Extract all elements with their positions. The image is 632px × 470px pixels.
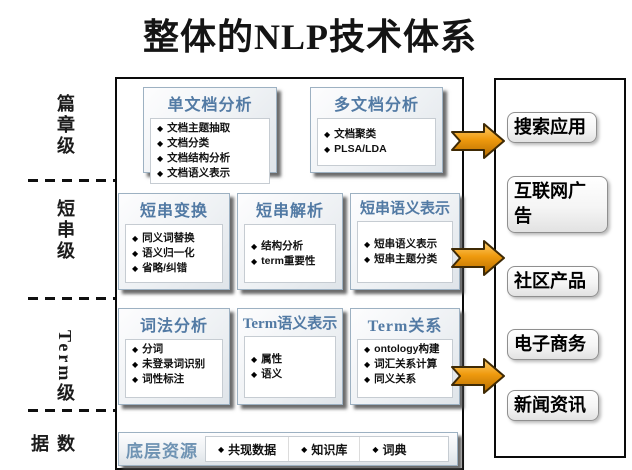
app-button-ecommerce: 电子商务 bbox=[507, 329, 599, 360]
diamond-bullet-icon: ◆ bbox=[132, 234, 139, 243]
diamond-bullet-icon: ◆ bbox=[251, 241, 258, 251]
list-item: ◆文档语义表示 bbox=[157, 167, 231, 179]
box-item-list: ◆属性 ◆语义 bbox=[244, 336, 336, 398]
app-button-news: 新闻资讯 bbox=[507, 390, 599, 421]
list-item: ◆同义词替换 bbox=[132, 232, 195, 244]
list-item: ◆结构分析 bbox=[251, 239, 304, 252]
base-resources-bar: 底层资源 ◆共现数据 ◆知识库 ◆词典 bbox=[118, 432, 458, 466]
diamond-bullet-icon: ◆ bbox=[364, 360, 371, 369]
level-label-discourse: 篇章级 bbox=[55, 94, 75, 157]
list-item: ◆文档分类 bbox=[157, 137, 210, 149]
list-item: ◆ontology构建 bbox=[364, 343, 440, 355]
list-item: ◆短串语义表示 bbox=[364, 238, 438, 250]
list-item: ◆词性标注 bbox=[132, 373, 185, 385]
box-multi-doc-analysis: 多文档分析 ◆文档聚类 ◆PLSA/LDA bbox=[310, 87, 443, 173]
flow-arrow-icon bbox=[451, 358, 505, 394]
diamond-bullet-icon: ◆ bbox=[157, 139, 164, 148]
flow-arrow-icon bbox=[451, 123, 505, 159]
box-lexical-analysis: 词法分析 ◆分词 ◆未登录词识别 ◆词性标注 bbox=[118, 308, 230, 405]
list-item: ◆短串主题分类 bbox=[364, 253, 438, 265]
diamond-bullet-icon: ◆ bbox=[157, 124, 164, 133]
box-term-semantic: Term语义表示 ◆属性 ◆语义 bbox=[237, 308, 343, 405]
level-label-data: 数据 bbox=[29, 434, 75, 455]
box-short-string-transform: 短串变换 ◆同义词替换 ◆语义归一化 ◆省略/纠错 bbox=[118, 193, 230, 290]
diamond-bullet-icon: ◆ bbox=[324, 145, 331, 154]
app-button-search: 搜索应用 bbox=[507, 112, 597, 143]
diamond-bullet-icon: ◆ bbox=[132, 345, 139, 354]
diamond-bullet-icon: ◆ bbox=[364, 345, 371, 354]
diamond-bullet-icon: ◆ bbox=[364, 375, 371, 384]
box-item-list: ◆文档主题抽取 ◆文档分类 ◆文档结构分析 ◆文档语义表示 bbox=[150, 118, 270, 184]
box-term-relation: Term关系 ◆ontology构建 ◆词汇关系计算 ◆同义关系 bbox=[350, 308, 460, 405]
box-title: 多文档分析 bbox=[333, 97, 419, 114]
box-item-list: ◆结构分析 ◆term重要性 bbox=[244, 224, 336, 283]
box-item-list: ◆分词 ◆未登录词识别 ◆词性标注 bbox=[125, 339, 223, 398]
list-item: ◆词汇关系计算 bbox=[364, 358, 438, 370]
level-label-term: Term级 bbox=[55, 330, 75, 405]
diamond-bullet-icon: ◆ bbox=[132, 264, 139, 273]
box-title: 短串解析 bbox=[255, 203, 324, 220]
box-title: Term关系 bbox=[367, 318, 443, 335]
box-item-list: ◆ontology构建 ◆词汇关系计算 ◆同义关系 bbox=[357, 339, 453, 398]
base-resources-list: ◆共现数据 ◆知识库 ◆词典 bbox=[205, 436, 449, 462]
diamond-bullet-icon: ◆ bbox=[364, 255, 371, 264]
diamond-bullet-icon: ◆ bbox=[364, 240, 371, 249]
list-item: ◆文档结构分析 bbox=[157, 152, 231, 164]
app-button-internet-ads: 互联网广告 bbox=[507, 176, 608, 233]
list-item: ◆省略/纠错 bbox=[132, 262, 188, 274]
list-item: ◆未登录词识别 bbox=[132, 358, 206, 370]
base-resource-item: ◆共现数据 bbox=[218, 442, 277, 457]
diamond-bullet-icon: ◆ bbox=[324, 130, 331, 139]
diamond-bullet-icon: ◆ bbox=[157, 154, 164, 163]
flow-arrow-icon bbox=[451, 240, 505, 276]
box-title: 短串语义表示 bbox=[359, 201, 450, 217]
box-single-doc-analysis: 单文档分析 ◆文档主题抽取 ◆文档分类 ◆文档结构分析 ◆文档语义表示 bbox=[143, 87, 277, 184]
diamond-bullet-icon: ◆ bbox=[251, 355, 258, 364]
diamond-bullet-icon: ◆ bbox=[132, 375, 139, 384]
list-item: ◆term重要性 bbox=[251, 254, 316, 267]
box-title: 词法分析 bbox=[139, 318, 208, 335]
diamond-bullet-icon: ◆ bbox=[157, 169, 164, 178]
box-item-list: ◆同义词替换 ◆语义归一化 ◆省略/纠错 bbox=[125, 224, 223, 283]
box-item-list: ◆文档聚类 ◆PLSA/LDA bbox=[317, 118, 436, 166]
box-title: 单文档分析 bbox=[167, 97, 253, 114]
box-title: Term语义表示 bbox=[242, 316, 338, 332]
list-item: ◆属性 bbox=[251, 353, 283, 365]
app-button-community: 社区产品 bbox=[507, 266, 599, 297]
box-short-string-parsing: 短串解析 ◆结构分析 ◆term重要性 bbox=[237, 193, 343, 290]
base-resource-item: ◆词典 bbox=[359, 437, 418, 461]
box-short-string-semantic: 短串语义表示 ◆短串语义表示 ◆短串主题分类 bbox=[350, 193, 460, 290]
diamond-bullet-icon: ◆ bbox=[251, 256, 258, 266]
diamond-bullet-icon: ◆ bbox=[218, 444, 225, 454]
base-resources-title: 底层资源 bbox=[126, 441, 198, 461]
list-item: ◆同义关系 bbox=[364, 373, 417, 385]
page-title: 整体的NLP技术体系 bbox=[142, 17, 477, 57]
diamond-bullet-icon: ◆ bbox=[132, 360, 139, 369]
box-title: 短串变换 bbox=[139, 203, 208, 220]
list-item: ◆PLSA/LDA bbox=[324, 143, 387, 155]
diamond-bullet-icon: ◆ bbox=[251, 370, 258, 379]
list-item: ◆文档聚类 bbox=[324, 128, 377, 140]
level-label-short-string: 短串级 bbox=[55, 199, 75, 262]
diamond-bullet-icon: ◆ bbox=[132, 249, 139, 258]
box-item-list: ◆短串语义表示 ◆短串主题分类 bbox=[357, 221, 453, 283]
list-item: ◆文档主题抽取 bbox=[157, 122, 231, 134]
base-resource-item: ◆知识库 bbox=[288, 437, 359, 461]
list-item: ◆语义 bbox=[251, 368, 283, 380]
diamond-bullet-icon: ◆ bbox=[301, 444, 308, 454]
diamond-bullet-icon: ◆ bbox=[372, 444, 379, 454]
list-item: ◆语义归一化 bbox=[132, 247, 195, 259]
list-item: ◆分词 bbox=[132, 343, 164, 355]
